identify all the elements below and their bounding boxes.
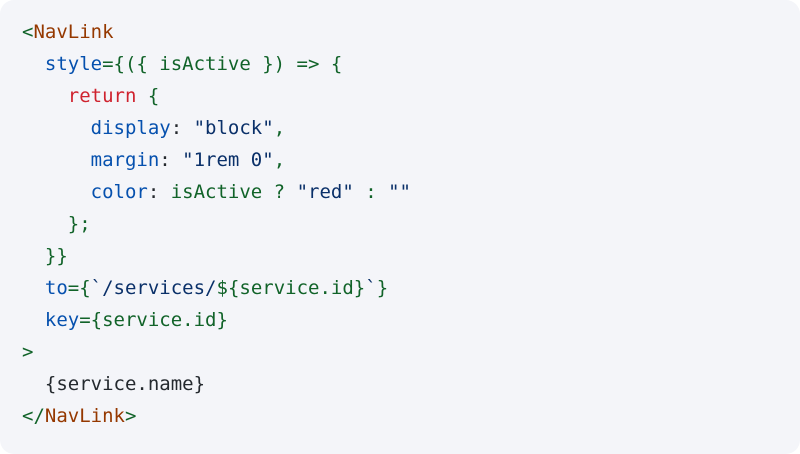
code-indent: [22, 245, 45, 267]
code-line: display: "block",: [0, 112, 800, 144]
code-token-property: color: [90, 181, 148, 203]
code-token-attribute: style: [44, 53, 103, 75]
code-token-string: `: [365, 277, 377, 299]
code-block[interactable]: <NavLink style={({ isActive }) => { retu…: [0, 16, 800, 432]
code-token-identifier: ${service.id}: [216, 277, 366, 299]
code-indent: [22, 53, 45, 75]
code-token-plain: :: [147, 181, 171, 203]
code-token-string: "1rem 0": [182, 149, 274, 171]
code-token-punctuation: ={({ isActive }) => {: [102, 53, 343, 75]
code-token-punctuation: ={: [67, 277, 91, 299]
code-line: return {: [0, 80, 800, 112]
code-line: </NavLink>: [0, 400, 800, 432]
code-token-tag: NavLink: [33, 21, 114, 43]
code-token-string: `/services/: [90, 277, 217, 299]
code-token-punctuation: ,: [273, 149, 286, 171]
code-token-punctuation: ={service.id}: [79, 309, 228, 331]
code-token-keyword: return: [67, 85, 137, 107]
code-line: margin: "1rem 0",: [0, 144, 800, 176]
code-indent: [22, 149, 91, 171]
code-token-punctuation: >: [124, 405, 137, 427]
code-indent: [22, 85, 68, 107]
code-token-plain: :: [159, 149, 183, 171]
code-token-plain: {service.name}: [44, 373, 206, 395]
code-token-attribute: key: [44, 309, 80, 331]
code-line: <NavLink: [0, 16, 800, 48]
code-line: }}: [0, 240, 800, 272]
code-token-attribute: to: [44, 277, 68, 299]
code-line: color: isActive ? "red" : "": [0, 176, 800, 208]
code-indent: [22, 373, 45, 395]
code-line: key={service.id}: [0, 304, 800, 336]
code-token-punctuation: }: [376, 277, 389, 299]
code-token-punctuation: <: [22, 21, 34, 43]
code-indent: [22, 213, 68, 235]
code-line: style={({ isActive }) => {: [0, 48, 800, 80]
code-token-string: "red": [296, 181, 354, 203]
code-token-punctuation: ,: [273, 117, 286, 139]
code-line: to={`/services/${service.id}`}: [0, 272, 800, 304]
code-token-punctuation: }}: [44, 245, 68, 267]
code-token-punctuation: };: [67, 213, 91, 235]
code-token-identifier: :: [353, 181, 389, 203]
code-token-property: margin: [90, 149, 160, 171]
code-token-punctuation: {: [136, 85, 160, 107]
code-token-tag: NavLink: [44, 405, 125, 427]
code-line: {service.name}: [0, 368, 800, 400]
code-line: >: [0, 336, 800, 368]
code-token-identifier: isActive ?: [170, 181, 297, 203]
code-token-property: display: [90, 117, 171, 139]
code-indent: [22, 117, 91, 139]
code-indent: [22, 309, 45, 331]
code-token-plain: :: [170, 117, 194, 139]
code-token-punctuation: >: [22, 341, 34, 363]
code-indent: [22, 181, 91, 203]
code-token-string: "block": [193, 117, 274, 139]
code-line: };: [0, 208, 800, 240]
code-token-punctuation: </: [22, 405, 45, 427]
code-indent: [22, 277, 45, 299]
code-token-string: "": [388, 181, 411, 203]
